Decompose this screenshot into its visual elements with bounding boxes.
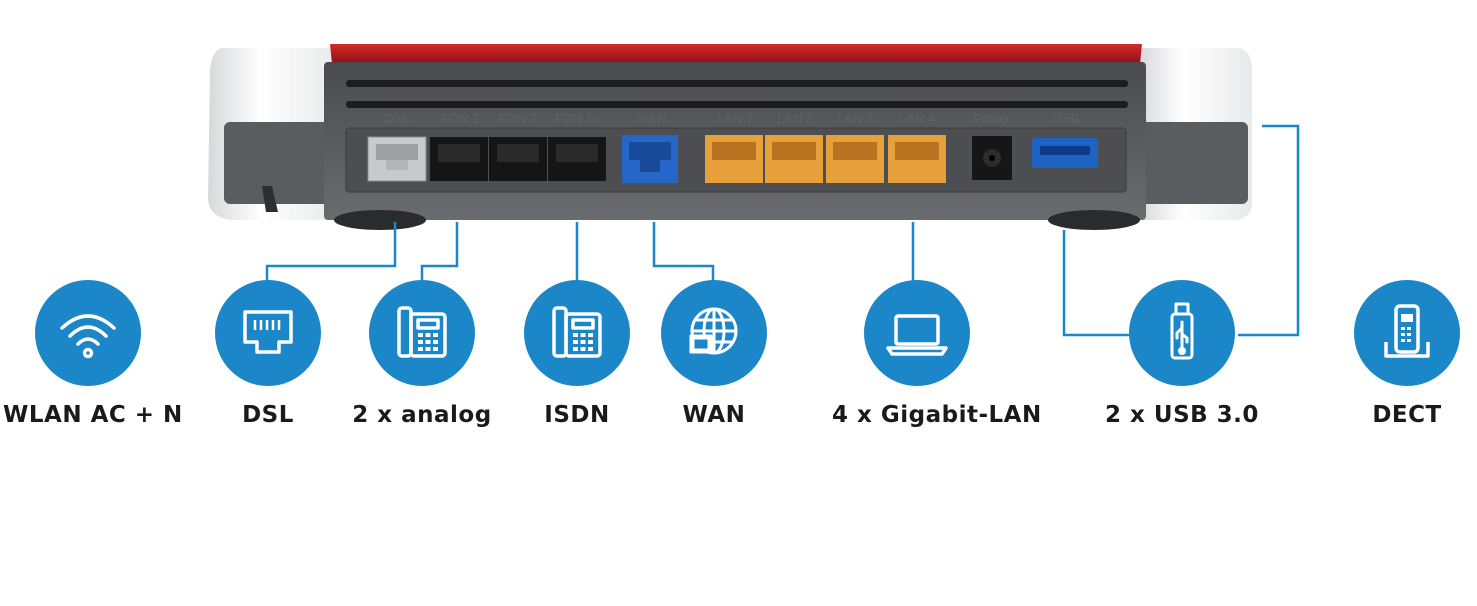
router-left-block — [224, 122, 344, 204]
feature-label: DSL — [242, 402, 294, 428]
cordless-phone-icon — [1354, 280, 1460, 386]
laptop-icon — [864, 280, 970, 386]
power-jack — [972, 136, 1012, 180]
feature-label: 4 x Gigabit-LAN — [832, 402, 1042, 428]
phone-icon — [369, 280, 475, 386]
vent-slots — [346, 80, 1128, 108]
feature-label: DECT — [1372, 402, 1442, 428]
feature-analog: 2 x analog — [337, 280, 507, 428]
port-label: DSL — [384, 111, 409, 126]
port-labels: DSL FON 1 FON 2 FON S₀ WAN LAN 1 LAN 2 LAN 3 LAN… — [384, 111, 1079, 126]
port-label: Power — [974, 111, 1012, 126]
router-red-top — [330, 44, 1142, 64]
port-label: LAN 1 — [717, 111, 753, 126]
wifi-icon — [35, 280, 141, 386]
port-label: WAN — [636, 111, 666, 126]
port-label: FON 2 — [499, 111, 537, 126]
fon-ports — [430, 137, 606, 181]
feature-lan: 4 x Gigabit-LAN — [832, 280, 1042, 428]
dsl-port-icon — [215, 280, 321, 386]
feature-dect: DECT — [1322, 280, 1477, 428]
feature-wan: WAN — [629, 280, 799, 428]
usb-stick-icon — [1129, 280, 1235, 386]
port-label: FON S₀ — [554, 111, 599, 126]
feature-label: ISDN — [544, 402, 610, 428]
feature-label: 2 x analog — [352, 402, 492, 428]
router-foot-left — [334, 210, 426, 230]
port-label: LAN 2 — [777, 111, 813, 126]
port-label: FON 1 — [441, 111, 479, 126]
dsl-port — [367, 136, 427, 182]
connector-lines — [265, 124, 1300, 337]
phone-icon — [524, 280, 630, 386]
usb-port — [1032, 138, 1098, 168]
feature-label: 2 x USB 3.0 — [1105, 402, 1259, 428]
feature-dsl: DSL — [183, 280, 353, 428]
port-label: USB — [1053, 111, 1080, 126]
feature-label: WAN — [682, 402, 746, 428]
wan-port — [622, 135, 678, 183]
lan-ports — [705, 135, 946, 183]
feature-usb: 2 x USB 3.0 — [1097, 280, 1267, 428]
feature-isdn: ISDN — [492, 280, 662, 428]
globe-icon — [661, 280, 767, 386]
feature-wlan: WLAN AC + N — [3, 280, 183, 428]
port-label: LAN 4 — [899, 111, 935, 126]
router-foot-right — [1048, 210, 1140, 230]
router-right-block — [1136, 122, 1248, 204]
feature-label: WLAN AC + N — [3, 402, 183, 428]
port-label: LAN 3 — [837, 111, 873, 126]
